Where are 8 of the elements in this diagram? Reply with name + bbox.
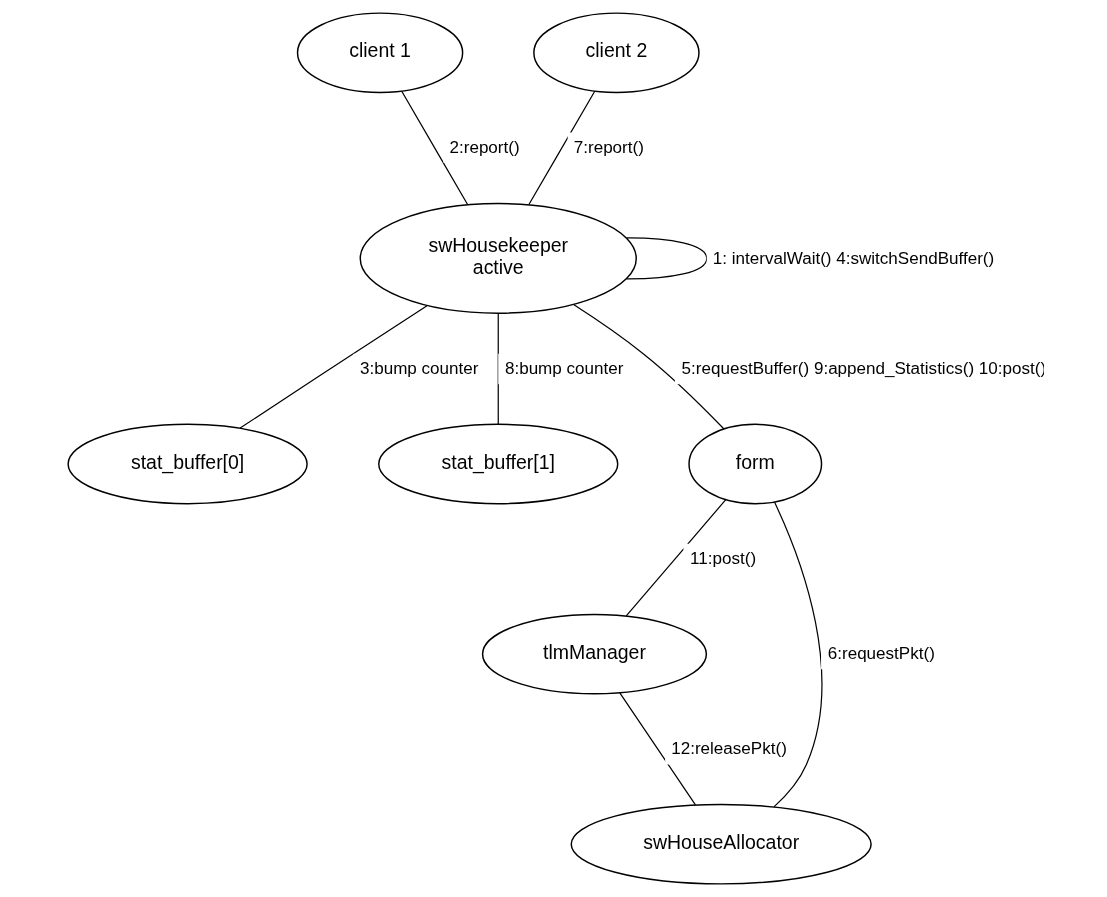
edge-label: 11:post() <box>690 549 757 569</box>
edge-label: 7:report() <box>573 137 644 157</box>
edge-label: 6:requestPkt() <box>827 644 935 664</box>
edge-label: 3:bump counter <box>359 359 479 379</box>
edge-label: 12:releasePkt() <box>671 739 787 759</box>
edge-label: 2:report() <box>449 137 520 157</box>
edge-label: 8:bump counter <box>504 359 624 379</box>
edge-label: 1: intervalWait() 4:switchSendBuffer() <box>712 248 995 268</box>
